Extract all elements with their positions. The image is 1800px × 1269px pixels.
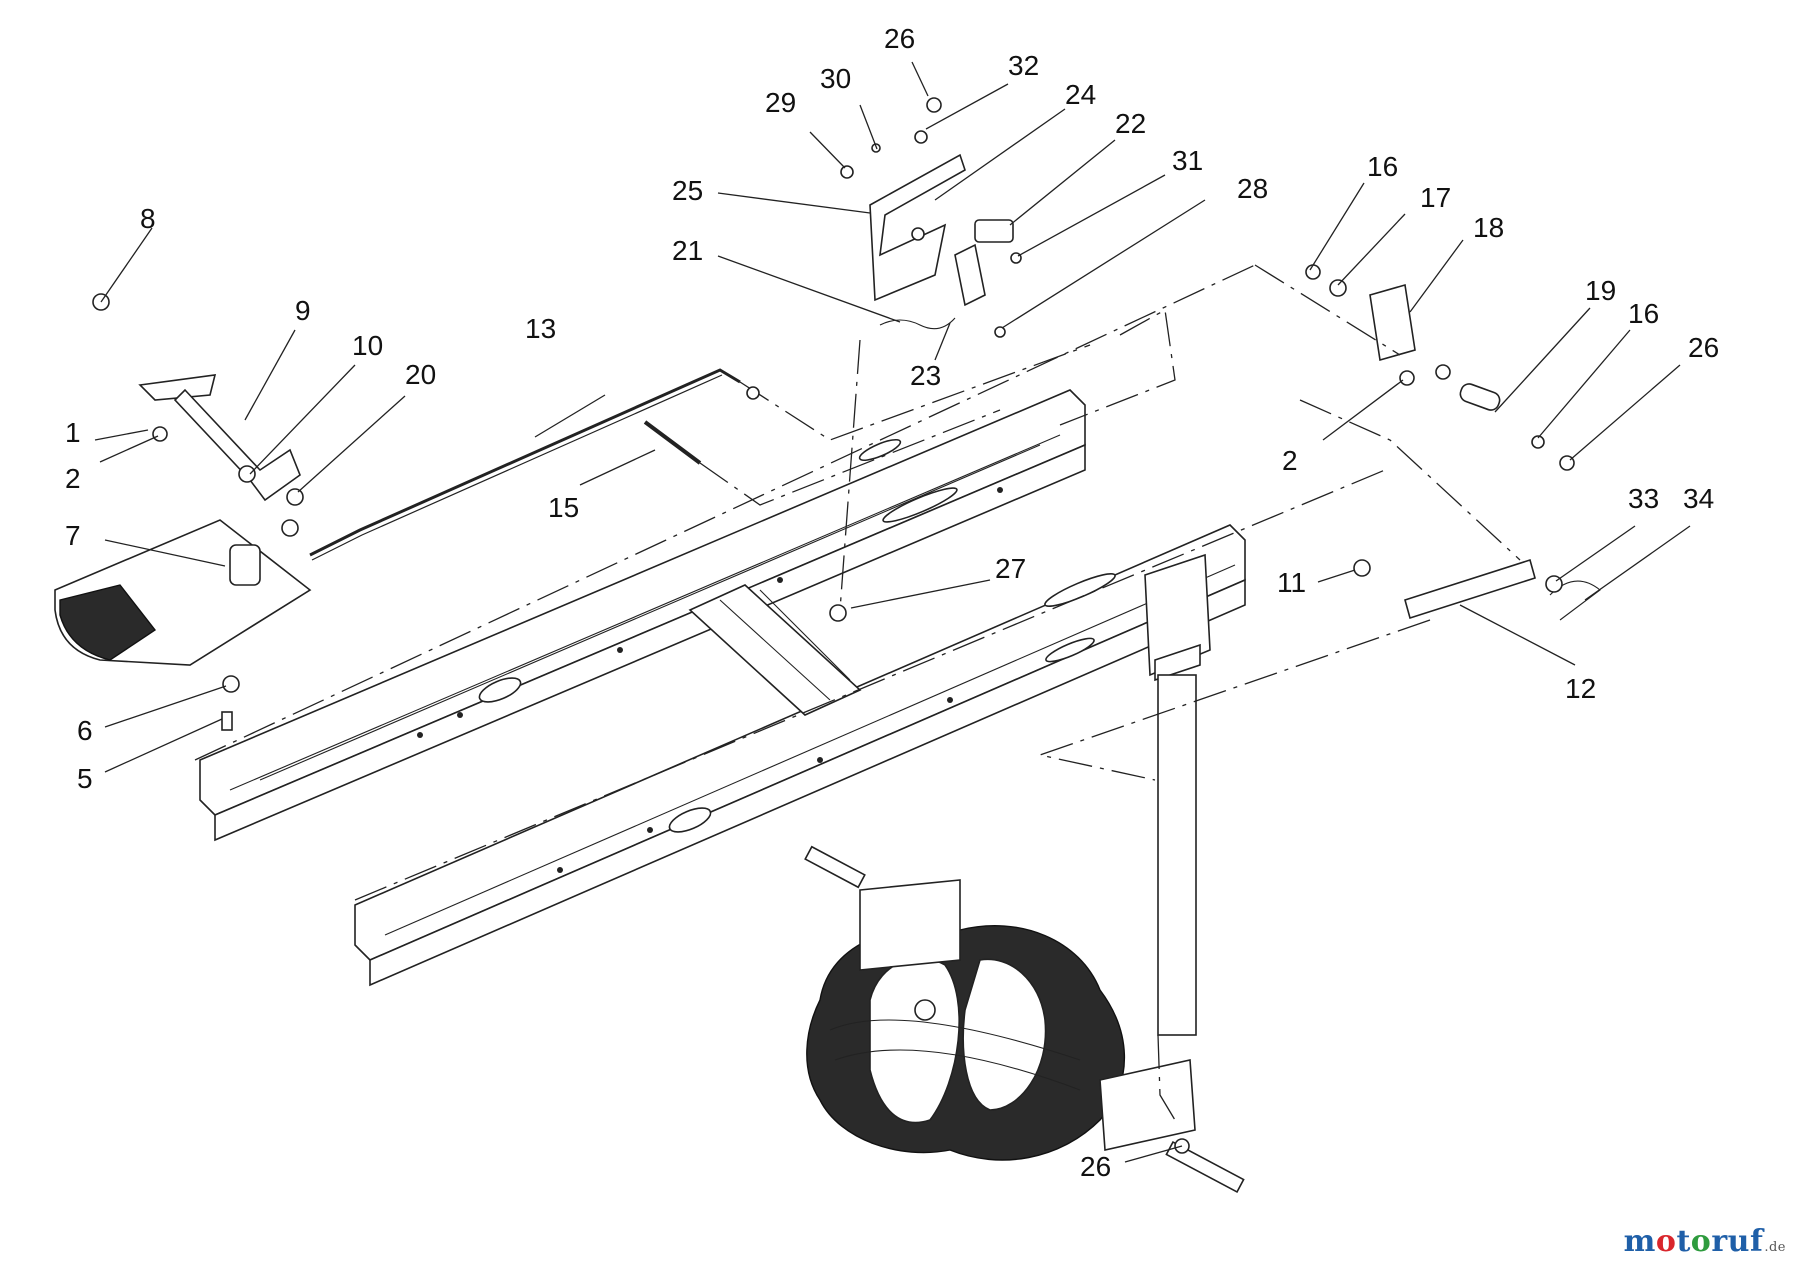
callout-24: 24 xyxy=(1065,79,1096,110)
linkage-rod xyxy=(309,368,741,561)
callout-28: 28 xyxy=(1237,173,1268,204)
callout-19: 19 xyxy=(1585,275,1616,306)
callout-21: 21 xyxy=(672,235,703,266)
right-link-assembly xyxy=(1369,283,1601,621)
leader-lines xyxy=(94,61,1691,1163)
callout-31: 31 xyxy=(1172,145,1203,176)
callout-26-top: 26 xyxy=(884,23,915,54)
callout-33: 33 xyxy=(1628,483,1659,514)
watermark-suffix: .de xyxy=(1764,1240,1786,1255)
callout-16-right: 16 xyxy=(1628,298,1659,329)
callout-26-bottom: 26 xyxy=(1080,1151,1111,1182)
callout-23: 23 xyxy=(910,360,941,391)
frame-rail-right xyxy=(354,524,1246,987)
callout-16-left: 16 xyxy=(1367,151,1398,182)
callout-32: 32 xyxy=(1008,50,1039,81)
watermark-letter: m xyxy=(1623,1224,1656,1259)
callout-1: 1 xyxy=(65,417,81,448)
callout-2-right: 2 xyxy=(1282,445,1298,476)
callout-9: 9 xyxy=(295,295,311,326)
callout-12: 12 xyxy=(1565,673,1596,704)
callout-22: 22 xyxy=(1115,108,1146,139)
callout-15: 15 xyxy=(548,492,579,523)
centerlines xyxy=(194,264,1521,1121)
pedal-pan xyxy=(54,519,312,666)
brake-pedal xyxy=(138,374,301,502)
frame-rail-left xyxy=(199,389,1086,842)
callout-2: 2 xyxy=(65,463,81,494)
callout-6: 6 xyxy=(77,715,93,746)
callout-20: 20 xyxy=(405,359,436,390)
watermark-letter: f xyxy=(1749,1224,1764,1259)
callout-5: 5 xyxy=(77,763,93,794)
callout-27: 27 xyxy=(995,553,1026,584)
watermark-letter: t xyxy=(1676,1224,1691,1259)
watermark-letter: o xyxy=(1690,1224,1712,1259)
callout-29: 29 xyxy=(765,87,796,118)
watermark-logo: motoruf.de xyxy=(1624,1224,1786,1259)
pin-15 xyxy=(643,420,702,465)
callout-25: 25 xyxy=(672,175,703,206)
callout-8: 8 xyxy=(140,203,156,234)
callout-10: 10 xyxy=(352,330,383,361)
switch-bracket xyxy=(869,153,1014,330)
callout-26-right: 26 xyxy=(1688,332,1719,363)
callout-17: 17 xyxy=(1420,182,1451,213)
callout-30: 30 xyxy=(820,63,851,94)
frame-crossmember xyxy=(688,584,862,716)
callout-34: 34 xyxy=(1683,483,1714,514)
transaxle xyxy=(804,845,1245,1194)
callout-labels: 8 9 10 20 1 2 7 6 5 13 15 26 30 32 29 24… xyxy=(65,23,1719,1182)
callout-7: 7 xyxy=(65,520,81,551)
vertical-shaft-assembly xyxy=(1144,553,1211,1036)
watermark-letter: r xyxy=(1711,1224,1728,1259)
callout-11: 11 xyxy=(1277,567,1306,598)
watermark-letter: o xyxy=(1655,1224,1677,1259)
callout-13: 13 xyxy=(525,313,556,344)
callout-18: 18 xyxy=(1473,212,1504,243)
watermark-letter: u xyxy=(1727,1224,1750,1259)
